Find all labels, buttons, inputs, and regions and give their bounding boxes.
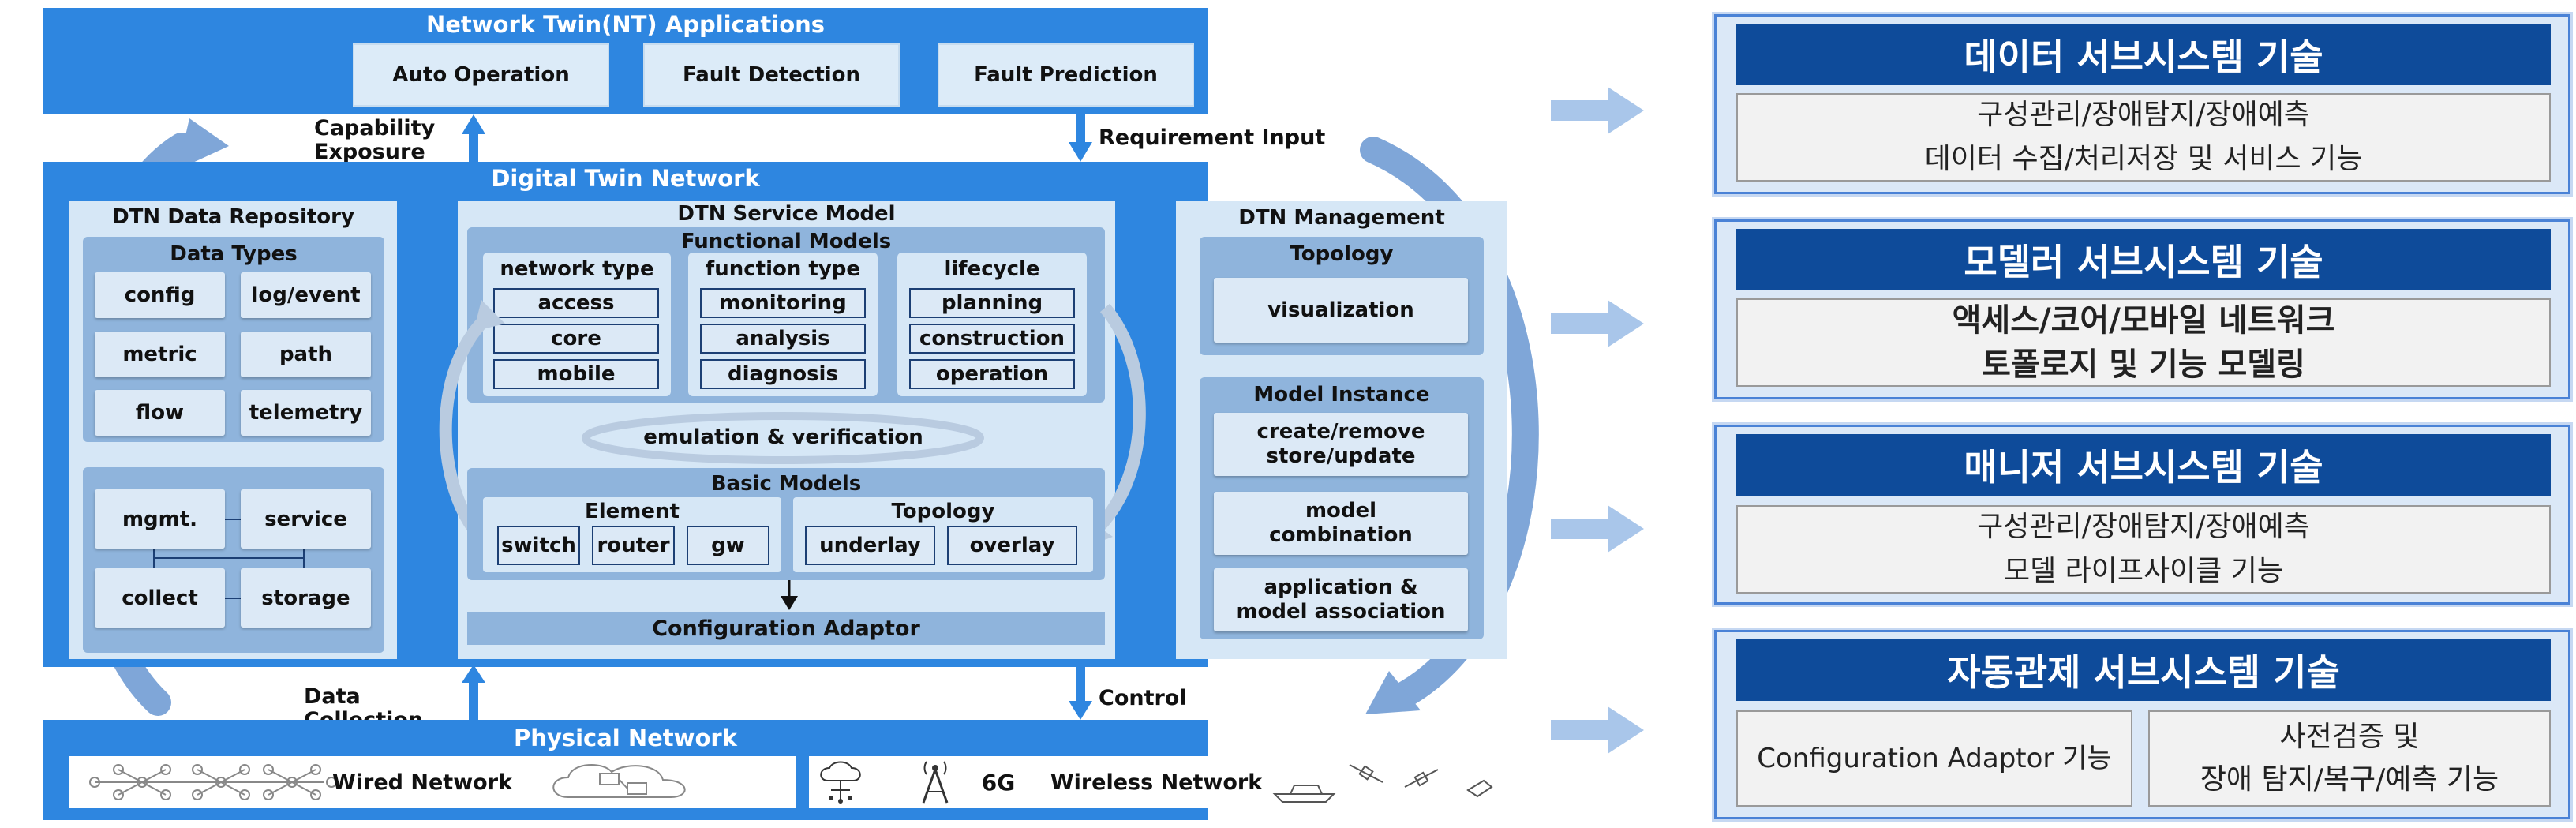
autocontrol-right-line1: 사전검증 및 [2279,721,2420,753]
element-switch: switch [497,526,580,565]
data-subsystem-line1: 구성관리/장애탐지/장애예측 [1977,99,2310,131]
manager-subsystem-body: 구성관리/장애탐지/장애예측 모델 라이프사이클 기능 [1736,505,2551,594]
nt-applications-title: Network Twin(NT) Applications [425,11,826,38]
arrow-to-manager-subsystem [1551,505,1644,553]
antenna-tower-icon [922,761,949,804]
instance-application-line1: application & [1264,575,1418,599]
arrow-to-data-subsystem [1551,87,1644,134]
arrow-to-modeler-subsystem [1551,300,1644,347]
repo-mgmt: mgmt. [95,489,225,549]
repo-storage: storage [241,568,371,628]
configuration-adaptor-bar: Configuration Adaptor [467,612,1105,645]
emulation-loop-arrows [439,300,1146,549]
functional-models-title: Functional Models [680,230,892,253]
topology-overlay: overlay [947,526,1077,565]
topology-title: Topology [891,500,995,523]
data-subsystem-body: 구성관리/장애탐지/장애예측 데이터 수집/처리저장 및 서비스 기능 [1736,93,2551,182]
function-type-monitoring: monitoring [700,288,866,318]
data-repository-title: DTN Data Repository [112,205,354,229]
network-type-mobile: mobile [493,359,659,389]
network-type-core: core [493,324,659,354]
dtn-title: Digital Twin Network [491,165,760,192]
lifecycle-operation: operation [909,359,1075,389]
element-gw: gw [687,526,769,565]
exposure-text: Exposure [314,140,425,164]
capability-text: Capability [314,116,436,140]
function-type-diagnosis: diagnosis [700,359,866,389]
data-type-flow: flow [95,390,225,436]
data-type-config: config [95,272,225,318]
manager-subsystem-title: 매니저 서브시스템 기술 [1736,434,2551,496]
element-title: Element [585,500,680,523]
autocontrol-subsystem-title: 자동관제 서브시스템 기술 [1736,639,2551,701]
instance-application-association: application & model association [1214,568,1468,631]
modeler-subsystem-body: 액세스/코어/모바일 네트워크 토폴로지 및 기능 모델링 [1736,298,2551,387]
instance-create-remove-line2: store/update [1266,444,1416,468]
autocontrol-right-line2: 장애 탐지/복구/예측 기능 [2200,763,2499,796]
element-router: router [592,526,675,565]
flow-arrows [462,114,1092,720]
network-type-access: access [493,288,659,318]
data-types-title: Data Types [170,242,298,266]
data-subsystem-line2: 데이터 수집/처리저장 및 서비스 기능 [1924,143,2363,175]
network-type-title: network type [500,257,654,281]
control-label: Control [1099,686,1187,710]
repo-collect: collect [95,568,225,628]
lifecycle-planning: planning [909,288,1075,318]
mgmt-topology-title: Topology [1290,242,1394,266]
satellite-ship-icons [1272,764,1493,803]
data-type-path: path [241,332,371,377]
service-model-title: DTN Service Model [677,202,896,226]
instance-create-remove-line1: create/remove [1256,420,1425,444]
lifecycle-construction: construction [909,324,1075,354]
lifecycle-title: lifecycle [944,257,1040,281]
physical-network-title: Physical Network [514,724,737,751]
data-type-metric: metric [95,332,225,377]
function-type-analysis: analysis [700,324,866,354]
modeler-subsystem-title: 모델러 서브시스템 기술 [1736,229,2551,290]
modeler-subsystem-line2: 토폴로지 및 기능 모델링 [1982,347,2305,383]
manager-subsystem-line1: 구성관리/장애탐지/장애예측 [1977,511,2310,543]
basic-models-title: Basic Models [710,471,862,496]
model-instance-title: Model Instance [1253,383,1430,407]
topology-underlay: underlay [805,526,935,565]
down-arrow-to-adaptor [781,580,798,610]
data-type-log-event: log/event [241,272,371,318]
cloud-iot-icon [820,761,861,804]
6g-label: 6G [981,769,1016,796]
function-type-title: function type [705,257,861,281]
repo-service: service [241,489,371,549]
autocontrol-right-box: 사전검증 및 장애 탐지/복구/예측 기능 [2148,710,2551,807]
data-type-telemetry: telemetry [241,390,371,436]
autocontrol-left-text: Configuration Adaptor 기능 [1757,743,2112,774]
manager-subsystem-line2: 모델 라이프사이클 기능 [2003,555,2284,587]
autocontrol-left-box: Configuration Adaptor 기능 [1736,710,2132,807]
modeler-subsystem-line1: 액세스/코어/모바일 네트워크 [1952,302,2335,339]
instance-model-combination-line2: combination [1269,523,1413,547]
management-title: DTN Management [1238,206,1445,230]
arrow-to-autocontrol-subsystem [1551,706,1644,754]
mgmt-visualization: visualization [1214,278,1468,343]
instance-application-line2: model association [1236,600,1446,624]
wired-topology-icon [89,764,337,800]
capability-exposure-label: Capability Exposure [314,117,472,164]
data-subsystem-title: 데이터 서브시스템 기술 [1736,24,2551,85]
emulation-verification-label: emulation & verification [643,425,923,449]
cloud-network-icon [552,763,686,798]
auto-operation-box: Auto Operation [353,43,609,107]
wireless-network-label: Wireless Network [1050,770,1263,795]
instance-model-combination-line1: model [1305,499,1377,523]
fault-detection-box: Fault Detection [643,43,900,107]
wired-network-label: Wired Network [332,770,512,795]
fault-prediction-box: Fault Prediction [938,43,1194,107]
instance-create-remove: create/remove store/update [1214,413,1468,476]
instance-model-combination: model combination [1214,492,1468,555]
requirement-input-label: Requirement Input [1099,126,1326,150]
